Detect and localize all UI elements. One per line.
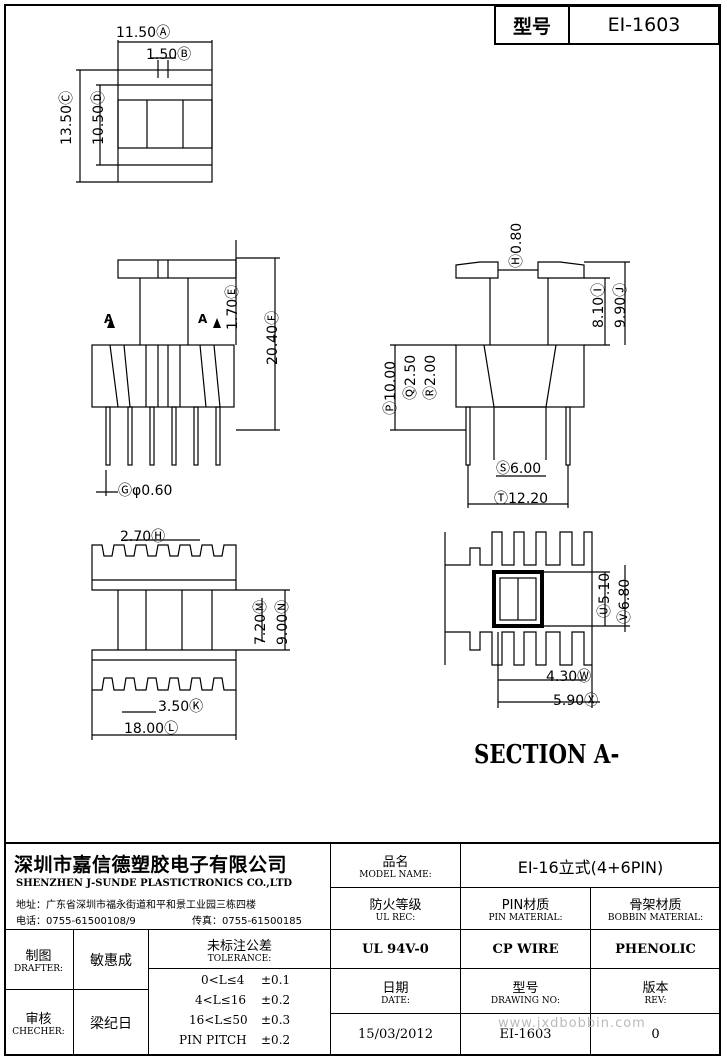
company-name-en: SHENZHEN J-SUNDE PLASTICTRONICS CO.,LTD — [16, 878, 293, 889]
tol-range-2: 16<L≤50 — [189, 1013, 248, 1027]
drafter-value: 敏惠成 — [73, 929, 149, 990]
company-address: 地址：广东省深圳市福永街道和平和景工业园三栋四楼 — [16, 900, 256, 911]
tol-val-0: ±0.1 — [261, 973, 291, 987]
dim-c: 13.50Ⓒ — [59, 90, 75, 145]
dim-h: Ⓗ0.80 — [509, 222, 525, 268]
dim-t: Ⓣ12.20 — [494, 491, 549, 507]
checker-value: 梁纪日 — [73, 989, 149, 1056]
dim-g: Ⓖφ0.60 — [118, 483, 173, 499]
model-name-value: EI-16立式(4+6PIN) — [460, 843, 721, 888]
dim-s: Ⓢ6.00 — [496, 461, 542, 477]
dim-b: 1.50Ⓑ — [146, 47, 192, 63]
tol-val-2: ±0.3 — [261, 1013, 291, 1027]
tol-range-0: 0<L≤4 — [201, 973, 245, 987]
model-name-label: 品名 MODEL NAME: — [330, 843, 461, 888]
date-value: 15/03/2012 — [330, 1013, 461, 1056]
dim-k: 3.50Ⓚ — [158, 699, 204, 715]
bobbin-material-label: 骨架材质 BOBBIN MATERIAL: — [590, 887, 721, 930]
ul-value: UL 94V-0 — [330, 929, 461, 969]
watermark: www.jxdbobbin.com — [498, 1016, 646, 1031]
dim-a: 11.50Ⓐ — [116, 25, 171, 41]
rev-value: 0 — [590, 1013, 721, 1056]
drafter-label: 制图 DRAFTER: — [4, 929, 74, 990]
section-title: SECTION A- — [474, 740, 620, 770]
tol-range-1: 4<L≤16 — [195, 993, 246, 1007]
dim-r: Ⓡ2.00 — [423, 354, 439, 400]
dim-p: Ⓟ10.00 — [383, 360, 399, 415]
company-block: 深圳市嘉信德塑胶电子有限公司 SHENZHEN J-SUNDE PLASTICT… — [4, 843, 331, 930]
top-view — [76, 40, 213, 183]
header-model-value: EI-1603 — [568, 5, 720, 45]
dim-l: 18.00Ⓛ — [124, 721, 179, 737]
dim-e: 1.70Ⓔ — [225, 284, 241, 330]
ul-label: 防火等级 UL REC: — [330, 887, 461, 930]
front-view — [91, 240, 280, 496]
bottom-view — [91, 539, 290, 740]
tol-range-3: PIN PITCH — [179, 1033, 247, 1047]
company-phone: 电话：0755-61500108/9 — [16, 916, 136, 927]
dim-i: 8.10Ⓘ — [591, 282, 607, 328]
dim-f: 20.40Ⓕ — [265, 310, 281, 365]
dim-j: 9.90Ⓙ — [613, 282, 629, 328]
bobbin-material-value: PHENOLIC — [590, 929, 721, 969]
pin-material-label: PIN材质 PIN MATERIAL: — [460, 887, 591, 930]
tol-val-1: ±0.2 — [261, 993, 291, 1007]
dim-v: Ⓥ6.80 — [617, 578, 633, 624]
dim-n: 9.00Ⓝ — [275, 599, 291, 645]
dim-x: 5.90Ⓧ — [553, 693, 599, 709]
technical-drawing — [76, 40, 630, 740]
date-label: 日期 DATE: — [330, 968, 461, 1014]
dim-q: Ⓠ2.50 — [403, 354, 419, 400]
section-arrow-left-label: A — [104, 312, 114, 326]
section-view — [444, 531, 630, 708]
checker-label: 审核 CHECHER: — [4, 989, 74, 1056]
drawing-no-label: 型号 DRAWING NO: — [460, 968, 591, 1014]
dim-u: Ⓤ5.10 — [597, 572, 613, 618]
dim-d: 10.50Ⓓ — [91, 90, 107, 145]
company-fax: 传真：0755-61500185 — [192, 916, 302, 927]
tolerance-table: 0<L≤4 ±0.1 4<L≤16 ±0.2 16<L≤50 ±0.3 PIN … — [148, 968, 331, 1056]
pin-material-value: CP WIRE — [460, 929, 591, 969]
tol-val-3: ±0.2 — [261, 1033, 291, 1047]
dim-hh: 2.70Ⓗ — [120, 529, 166, 545]
rev-label: 版本 REV: — [590, 968, 721, 1014]
section-arrow-right-label: A — [198, 312, 208, 326]
tolerance-label: 未标注公差 TOLERANCE: — [148, 929, 331, 969]
dim-w: 4.30Ⓦ — [546, 669, 592, 685]
company-name-cn: 深圳市嘉信德塑胶电子有限公司 — [14, 854, 288, 876]
dim-m: 7.20Ⓜ — [253, 599, 269, 645]
side-view — [390, 261, 630, 508]
